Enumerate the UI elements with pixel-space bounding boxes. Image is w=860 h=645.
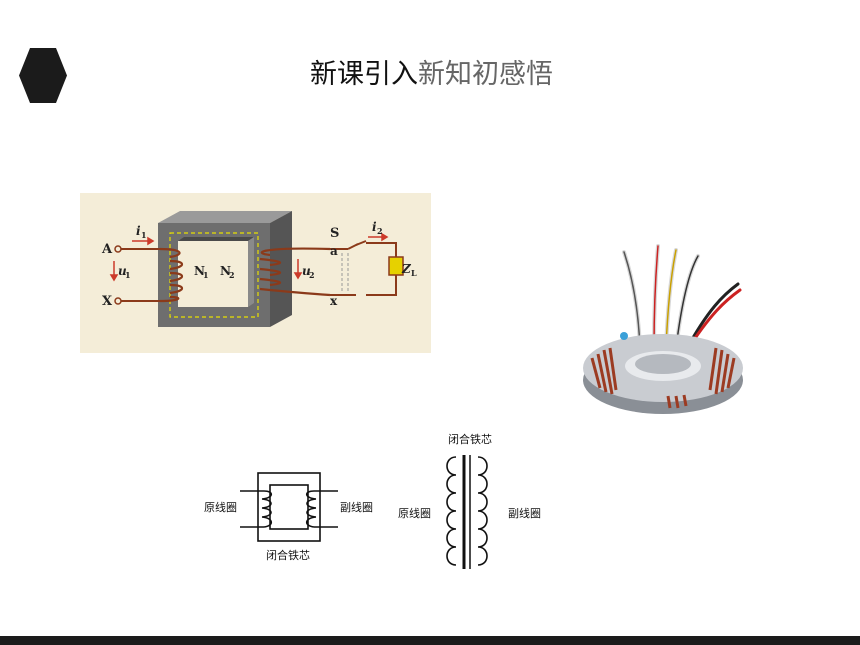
toroidal-transformer-image — [583, 244, 743, 414]
label-u2-sub: 2 — [309, 270, 315, 280]
transformer-circuit-diagram: A X S a x i 1 u 1 N 1 N 2 i 2 u 2 Z L — [80, 193, 431, 353]
label-N2-sub: 2 — [229, 270, 235, 280]
label-u1-sub: 1 — [125, 270, 131, 280]
label-N2: N — [220, 264, 231, 278]
transformer-schematic-diagrams: 原线圈 副线圈 闭合铁芯 闭合铁芯 原线圈 副线圈 — [204, 432, 541, 569]
left-primary-coil-label: 原线圈 — [204, 500, 237, 514]
label-ZL-sub: L — [411, 268, 417, 278]
bottom-bar — [0, 636, 860, 645]
label-N1: N — [194, 264, 205, 278]
hexagon-icon — [19, 48, 67, 103]
label-A: A — [101, 242, 113, 257]
label-a: a — [330, 244, 338, 258]
label-N1-sub: 1 — [203, 270, 209, 280]
left-secondary-coil-label: 副线圈 — [340, 500, 373, 514]
label-x: x — [330, 294, 338, 308]
label-i2: i — [372, 220, 377, 234]
label-S: S — [330, 226, 339, 241]
title-main: 新课引入 — [310, 59, 418, 90]
label-i1-sub: 1 — [141, 230, 147, 240]
page-title: 新课引入新知初感悟 — [310, 58, 553, 92]
label-u2: u — [302, 264, 311, 278]
right-secondary-coil-label: 副线圈 — [508, 506, 541, 520]
label-i2-sub: 2 — [377, 226, 383, 236]
label-X: X — [102, 294, 113, 309]
title-sub: 新知初感悟 — [418, 59, 553, 90]
label-ZL: Z — [401, 262, 412, 276]
right-core-label: 闭合铁芯 — [448, 432, 492, 446]
label-u1: u — [118, 264, 127, 278]
label-i1: i — [136, 224, 141, 238]
right-primary-coil-label: 原线圈 — [398, 506, 431, 520]
left-core-label: 闭合铁芯 — [266, 548, 310, 562]
